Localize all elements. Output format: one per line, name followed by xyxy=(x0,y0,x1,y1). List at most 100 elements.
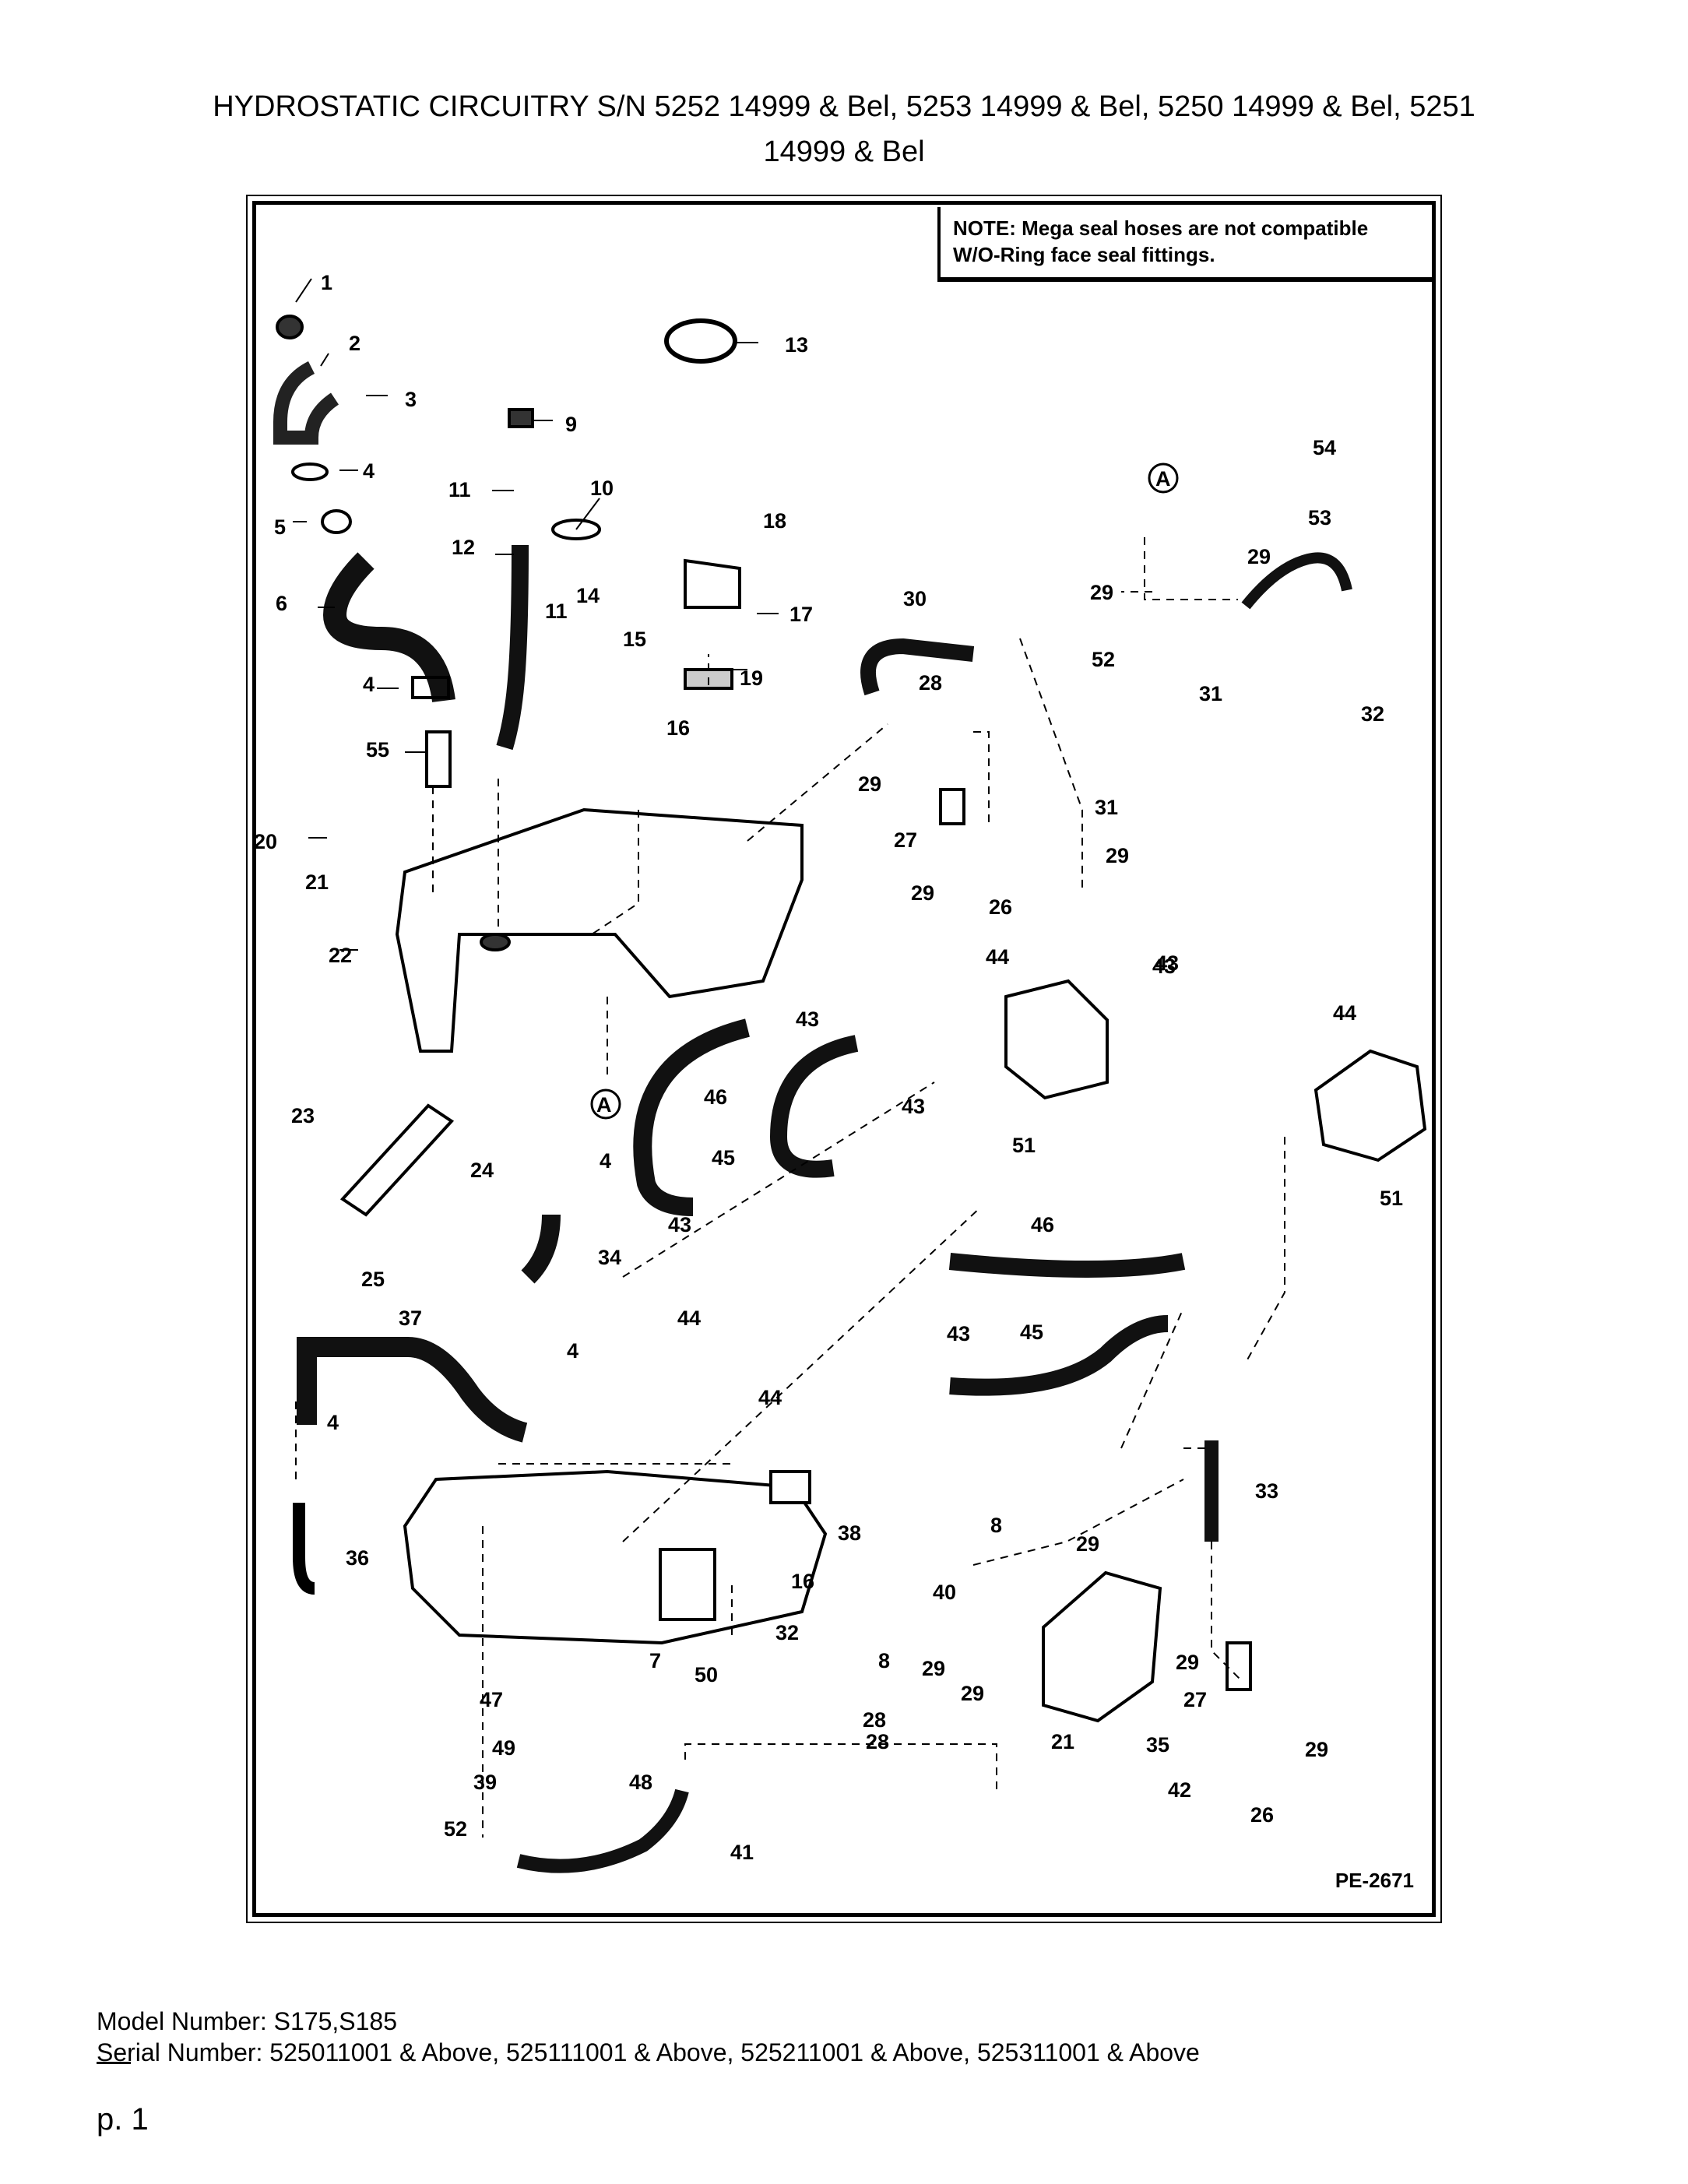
hose-clamp xyxy=(321,509,352,534)
part-callout: 14 xyxy=(576,584,600,607)
part-callout: 38 xyxy=(838,1521,861,1545)
part-callout: 8 xyxy=(990,1514,1002,1537)
page-number: p. 1 xyxy=(97,2102,149,2137)
part-callout: 43 xyxy=(902,1095,925,1118)
part-callout: 29 xyxy=(1247,545,1271,568)
part-callout: 29 xyxy=(1305,1738,1328,1761)
part-callout: 32 xyxy=(775,1621,799,1644)
part-callout: 28 xyxy=(866,1730,889,1753)
hose-6 xyxy=(322,552,455,703)
tube-55 xyxy=(425,730,452,788)
part-callout: 24 xyxy=(470,1159,494,1182)
part-callout: 39 xyxy=(473,1771,497,1794)
page-title: HYDROSTATIC CIRCUITRY S/N 5252 14999 & B… xyxy=(93,84,1595,174)
hydrostatic-pump xyxy=(403,1469,828,1645)
fitting-38 xyxy=(769,1470,811,1504)
part-callout: 12 xyxy=(452,536,475,559)
part-callout: 29 xyxy=(1090,581,1113,604)
breather-cap xyxy=(508,408,534,428)
part-callout: 15 xyxy=(623,628,646,651)
hose-53 xyxy=(1241,552,1352,610)
part-callout: 43 xyxy=(947,1322,970,1345)
part-callout: 5 xyxy=(274,515,286,539)
part-callout: 43 xyxy=(668,1213,691,1236)
part-callout: 11 xyxy=(545,600,568,623)
part-callout: 48 xyxy=(629,1771,652,1794)
tube-36 xyxy=(293,1503,316,1595)
callout-circles xyxy=(590,462,1179,1120)
gasket xyxy=(291,462,329,481)
callout-leaders xyxy=(293,278,779,951)
part-callout: 49 xyxy=(492,1736,515,1760)
part-callout: 4 xyxy=(363,459,375,483)
part-callout: 20 xyxy=(254,830,277,853)
part-callout: 44 xyxy=(1333,1001,1356,1025)
part-callout: 17 xyxy=(789,603,813,626)
drive-motor-left xyxy=(1004,979,1109,1100)
part-callout: 10 xyxy=(590,477,614,500)
part-callout: 44 xyxy=(677,1307,701,1330)
part-callout: 4 xyxy=(567,1339,578,1363)
part-callout: 26 xyxy=(989,895,1012,919)
part-callout: 25 xyxy=(361,1268,385,1291)
part-callout: 22 xyxy=(329,944,352,967)
page-divider xyxy=(97,2062,131,2064)
model-number: Model Number: S175,S185 xyxy=(97,2007,397,2035)
hose-coil xyxy=(664,318,737,364)
part-callout: 41 xyxy=(730,1841,754,1864)
title-line-1: HYDROSTATIC CIRCUITRY S/N 5252 14999 & B… xyxy=(213,90,1475,123)
note-label: NOTE: xyxy=(953,216,1016,240)
diagram-outer-frame xyxy=(246,195,1442,1923)
breather-hose xyxy=(496,544,529,751)
part-callout: 29 xyxy=(1106,844,1129,867)
part-callout: 50 xyxy=(695,1663,718,1686)
part-callout: 4 xyxy=(327,1411,339,1434)
title-line-2: 14999 & Bel xyxy=(763,135,925,168)
part-callout: 40 xyxy=(933,1581,956,1604)
part-callout: 16 xyxy=(666,716,690,740)
tank-port xyxy=(480,933,511,951)
part-callout: 42 xyxy=(1168,1778,1191,1802)
control-valve xyxy=(1042,1570,1162,1723)
diagram-inner-frame xyxy=(252,201,1436,1917)
part-callout: 21 xyxy=(305,870,329,894)
part-callout: 27 xyxy=(894,828,917,852)
part-callout: 35 xyxy=(1146,1733,1169,1757)
filler-neck xyxy=(273,360,339,445)
part-callout: 4 xyxy=(600,1149,611,1173)
part-callout: 28 xyxy=(919,671,942,695)
part-callout: 6 xyxy=(276,592,287,615)
part-callout: 29 xyxy=(911,881,934,905)
shield xyxy=(339,1103,455,1217)
part-callout: 23 xyxy=(291,1104,315,1127)
part-callout: 4 xyxy=(363,673,375,696)
part-callout: 45 xyxy=(712,1146,735,1169)
drawing-reference: PE-2671 xyxy=(1335,1869,1414,1892)
part-callout: 9 xyxy=(565,413,577,436)
part-callout: 55 xyxy=(366,738,389,761)
part-callout: 2 xyxy=(349,332,360,355)
part-callout: 43 xyxy=(796,1008,819,1031)
hose-34 xyxy=(521,1214,561,1284)
part-callout: 31 xyxy=(1095,796,1118,819)
part-callout: 54 xyxy=(1313,436,1336,459)
part-callout: 32 xyxy=(1361,702,1384,726)
hose-37 xyxy=(297,1337,528,1443)
part-callout: 21 xyxy=(1051,1730,1074,1753)
part-callout: 37 xyxy=(399,1307,422,1330)
part-callout: 44 xyxy=(758,1386,782,1409)
part-callout: 52 xyxy=(1092,648,1115,671)
part-callout: 45 xyxy=(1020,1321,1043,1344)
part-callout: 18 xyxy=(763,509,786,533)
part-callout: 43 xyxy=(1152,955,1176,978)
note-text-2: W/O-Ring face seal fittings. xyxy=(953,243,1215,266)
part-callout: 43 xyxy=(1155,951,1179,975)
part-callout: 44 xyxy=(986,945,1009,969)
hose-45-right xyxy=(949,1315,1169,1396)
part-callout: 16 xyxy=(791,1570,814,1593)
part-callout: A xyxy=(596,1093,612,1117)
serial-number: Serial Number: 525011001 & Above, 525111… xyxy=(97,2038,1200,2066)
filter-27-top xyxy=(939,788,965,825)
part-callout: 47 xyxy=(480,1688,503,1711)
part-callout: 30 xyxy=(903,587,927,610)
